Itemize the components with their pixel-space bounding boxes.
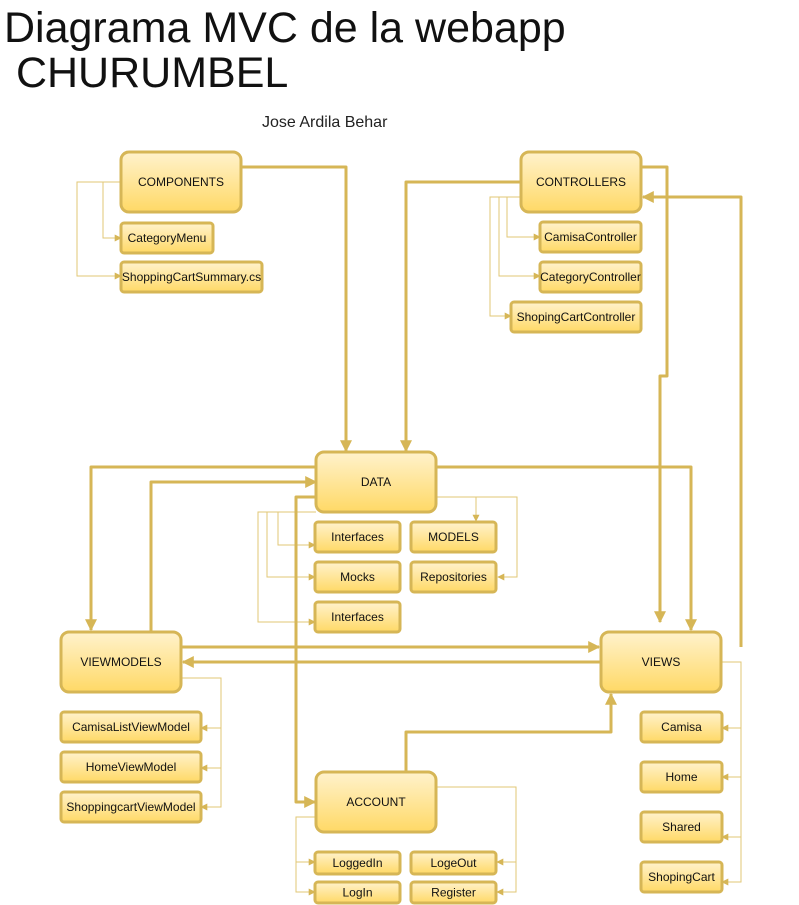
loge-out-node: LogeOut: [409, 850, 498, 876]
views-node: VIEWS: [599, 630, 723, 694]
category-controller-label: CategoryController: [540, 270, 641, 284]
mocks-node: Mocks: [313, 560, 402, 594]
diagram-author: Jose Ardila Behar: [262, 114, 388, 131]
main-connectors: [85, 165, 743, 808]
category-menu-node: CategoryMenu: [119, 221, 215, 255]
interfaces-label-2: Interfaces: [331, 610, 384, 624]
camisa-controller-node: CamisaController: [538, 220, 643, 254]
repositories-node: Repositories: [409, 560, 498, 594]
account-label: ACCOUNT: [346, 795, 406, 809]
tree-connectors: [76, 181, 742, 896]
log-in-node: LogIn: [313, 880, 402, 905]
viewmodels-node: VIEWMODELS: [59, 630, 183, 694]
register-node: Register: [409, 880, 498, 905]
home-view-model-label: HomeViewModel: [86, 760, 177, 774]
logged-in-label: LoggedIn: [332, 856, 382, 870]
mocks-label: Mocks: [340, 570, 375, 584]
camisa-list-view-model-label: CamisaListViewModel: [72, 720, 190, 734]
shoppingcart-view-model-node: ShoppingcartViewModel: [59, 790, 203, 824]
shoping-cart-node: ShopingCart: [639, 860, 724, 894]
home-view-model-node: HomeViewModel: [59, 750, 203, 784]
shoping-cart-label: ShopingCart: [648, 870, 715, 884]
log-in-label: LogIn: [342, 886, 372, 900]
interfaces-node-2: Interfaces: [313, 600, 402, 634]
shared-node: Shared: [639, 810, 724, 844]
shoppingcart-view-model-label: ShoppingcartViewModel: [66, 800, 195, 814]
camisa-label: Camisa: [661, 720, 702, 734]
viewmodels-label: VIEWMODELS: [80, 655, 161, 669]
diagram-title: Diagrama MVC de la webapp CHURUMBEL: [4, 4, 566, 97]
models-node: MODELS: [409, 520, 498, 554]
components-label: COMPONENTS: [138, 175, 224, 189]
shoping-cart-controller-label: ShopingCartController: [517, 310, 636, 324]
controllers-node: CONTROLLERS: [519, 150, 643, 214]
home-node: Home: [639, 760, 724, 794]
category-controller-node: CategoryController: [538, 260, 643, 294]
repositories-label: Repositories: [420, 570, 487, 584]
interfaces-node-1: Interfaces: [313, 520, 402, 554]
home-label: Home: [665, 770, 697, 784]
loge-out-label: LogeOut: [430, 856, 477, 870]
data-node: DATA: [314, 450, 438, 514]
category-menu-label: CategoryMenu: [128, 231, 207, 245]
controllers-label: CONTROLLERS: [536, 175, 626, 189]
register-label: Register: [431, 886, 476, 900]
interfaces-label-1: Interfaces: [331, 530, 384, 544]
shared-label: Shared: [662, 820, 701, 834]
models-label: MODELS: [428, 530, 479, 544]
data-label: DATA: [361, 475, 391, 489]
shopping-cart-summary-node: ShoppingCartSummary.cs: [119, 260, 264, 294]
account-node: ACCOUNT: [314, 770, 438, 834]
views-label: VIEWS: [642, 655, 681, 669]
camisa-node: Camisa: [639, 710, 724, 744]
components-node: COMPONENTS: [119, 150, 243, 214]
shopping-cart-summary-label: ShoppingCartSummary.cs: [122, 270, 261, 284]
logged-in-node: LoggedIn: [313, 850, 402, 876]
camisa-controller-label: CamisaController: [544, 230, 637, 244]
camisa-list-view-model-node: CamisaListViewModel: [59, 710, 203, 744]
shoping-cart-controller-node: ShopingCartController: [509, 300, 643, 334]
